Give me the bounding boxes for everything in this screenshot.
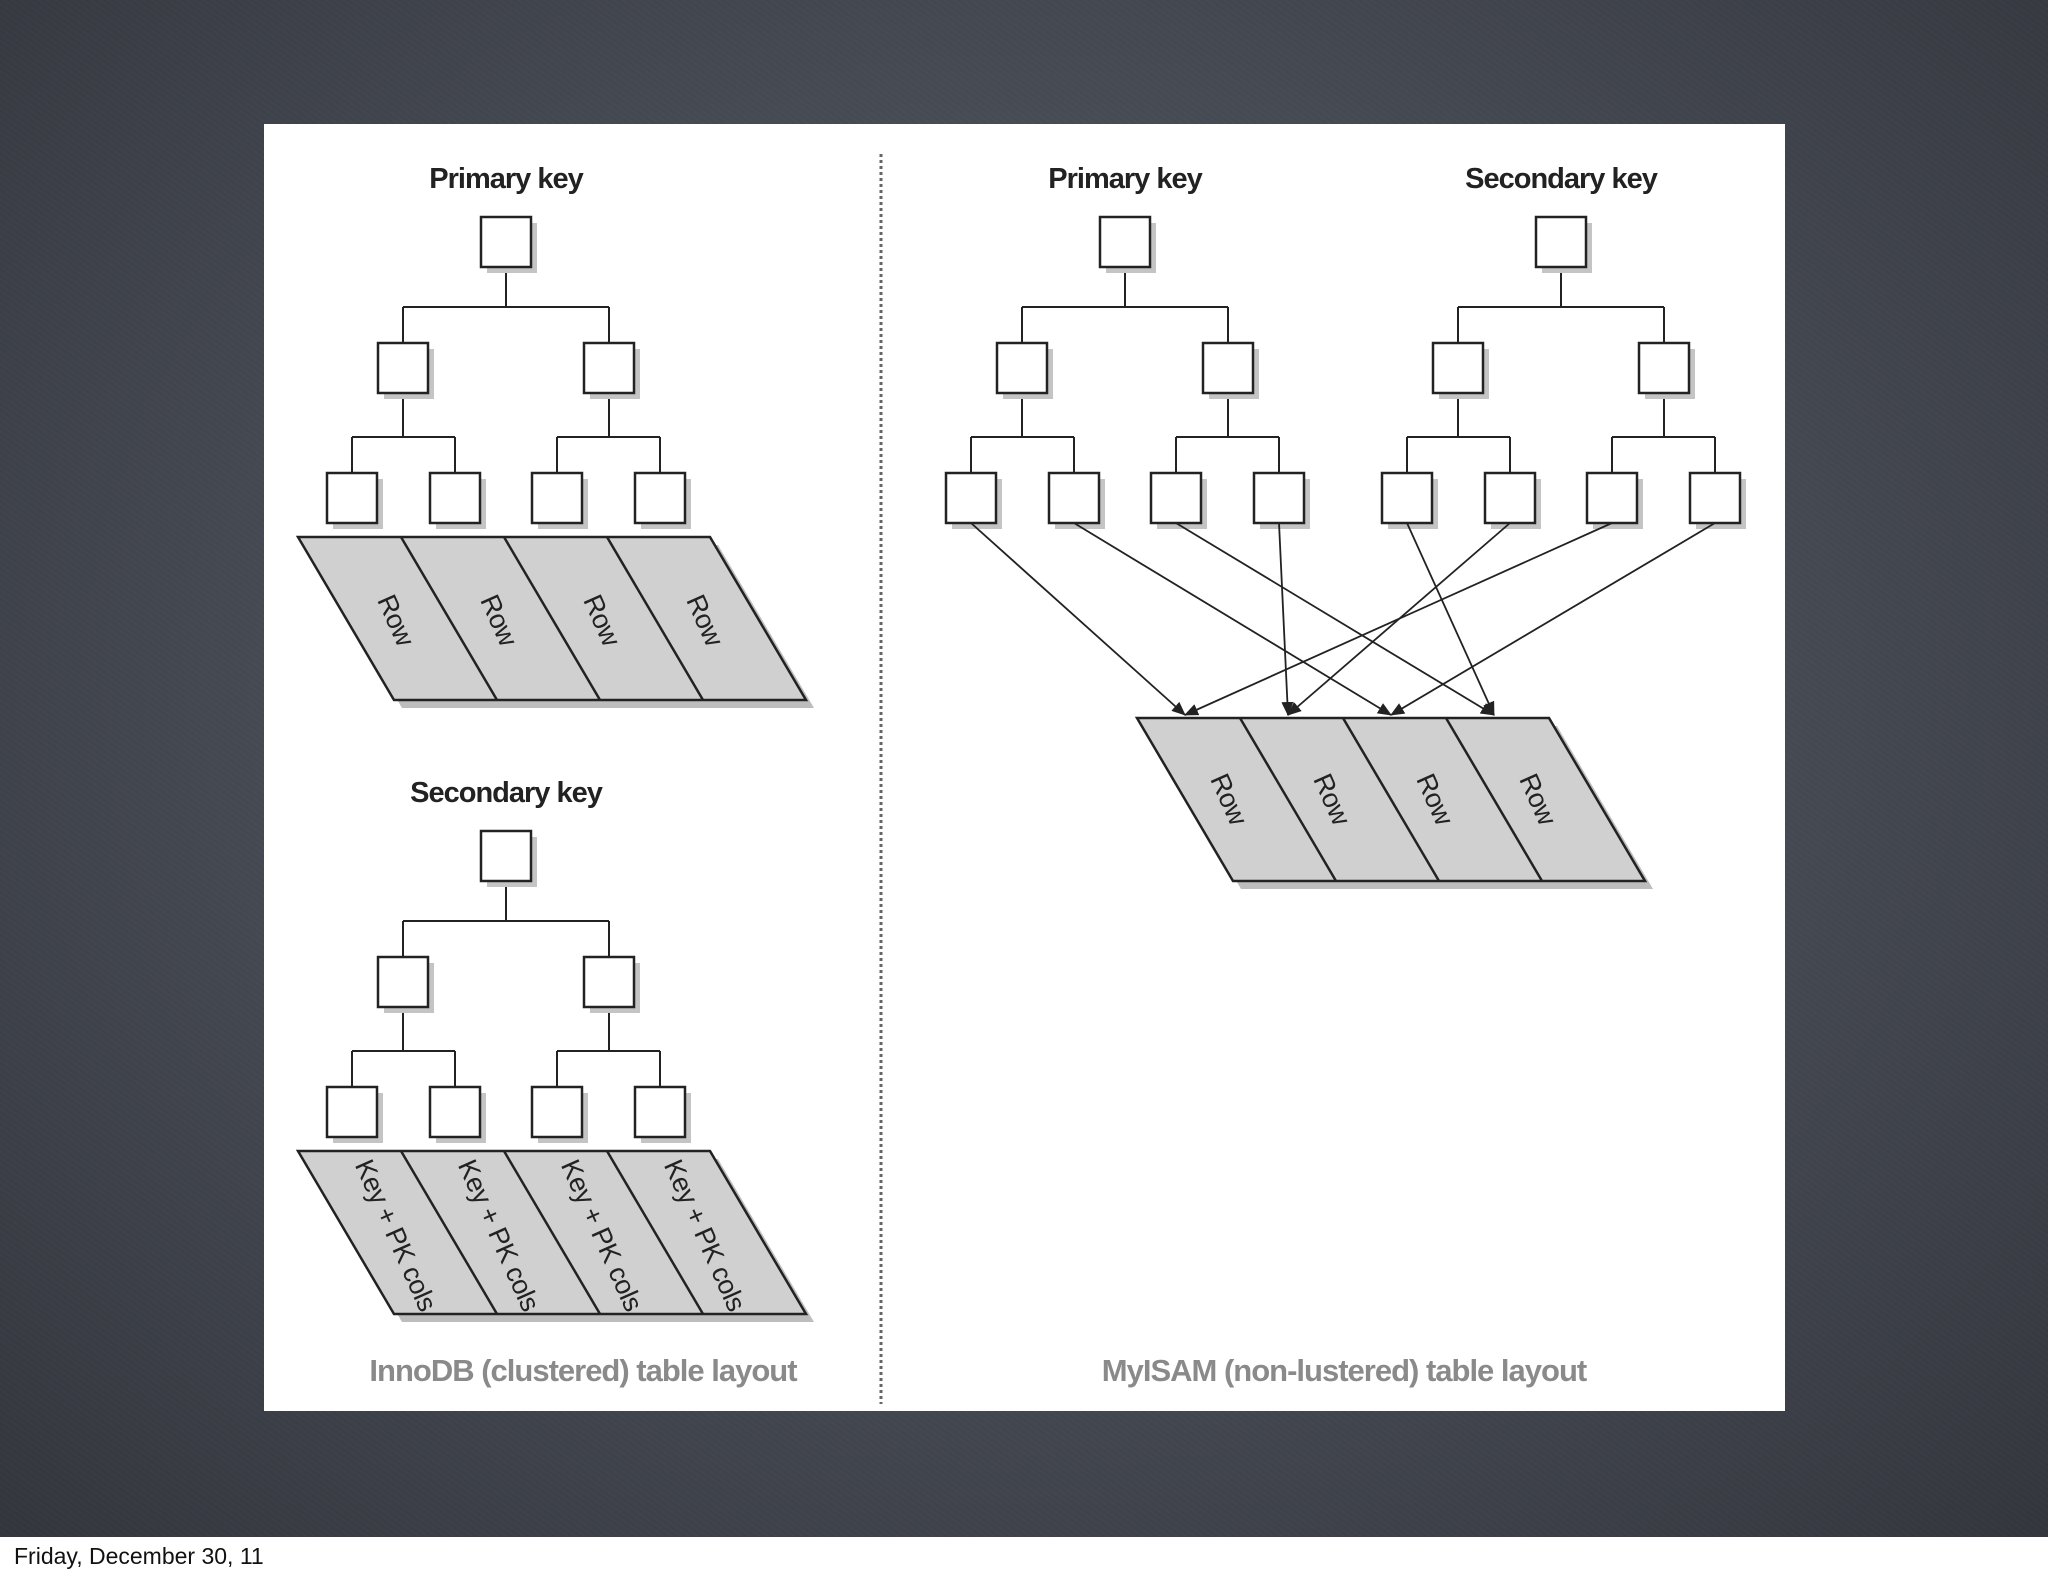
myisam-secondary-key-title: Secondary key bbox=[1465, 163, 1658, 195]
btree-node bbox=[428, 471, 482, 525]
innodb-primary-btree bbox=[325, 215, 691, 529]
cell-divider bbox=[1444, 717, 1544, 882]
innodb-caption: InnoDB (clustered) table layout bbox=[369, 1353, 797, 1388]
btree-node bbox=[995, 341, 1049, 395]
btree-node bbox=[1534, 215, 1588, 269]
pointer-arrow bbox=[1278, 522, 1294, 716]
innodb-secondary-btree bbox=[325, 829, 691, 1143]
diagram-panel: Primary key Secondary key Primary key Se… bbox=[264, 124, 1785, 1411]
cell-divider bbox=[605, 536, 705, 701]
innodb-secondary-leaf-entries: Key + PK cols Key + PK cols Key + PK col… bbox=[295, 1149, 814, 1322]
btree-node bbox=[1431, 341, 1485, 395]
myisam-caption: MyISAM (non-lustered) table layout bbox=[1102, 1353, 1587, 1388]
innodb-clustered-rows: Row Row Row Row bbox=[295, 535, 814, 708]
pointer-arrow bbox=[1073, 522, 1392, 716]
btree-node bbox=[1380, 471, 1434, 525]
pointer-arrow bbox=[970, 522, 1186, 716]
pointer-arrow bbox=[1390, 522, 1716, 716]
cell-divider bbox=[399, 1150, 499, 1315]
cell-divider bbox=[1238, 717, 1338, 882]
btree-node bbox=[325, 1085, 379, 1139]
btree-node bbox=[530, 1085, 584, 1139]
pointer-arrow bbox=[1406, 522, 1495, 716]
diagram-canvas: Primary key Secondary key Primary key Se… bbox=[295, 154, 1746, 1404]
innodb-secondary-key-title: Secondary key bbox=[410, 777, 603, 809]
btree-node bbox=[428, 1085, 482, 1139]
myisam-pointer-arrows bbox=[970, 522, 1716, 716]
myisam-heap-rows: Row Row Row Row bbox=[1134, 716, 1653, 889]
btree-node bbox=[1098, 215, 1152, 269]
myisam-primary-key-title: Primary key bbox=[1048, 163, 1202, 195]
cell-divider bbox=[399, 536, 499, 701]
btree-node bbox=[582, 341, 636, 395]
btree-node bbox=[1149, 471, 1203, 525]
btree-node bbox=[1252, 471, 1306, 525]
btree-node bbox=[479, 829, 533, 883]
btree-node bbox=[1637, 341, 1691, 395]
cell-divider bbox=[1341, 717, 1441, 882]
btree-node bbox=[376, 341, 430, 395]
btree-node bbox=[530, 471, 584, 525]
myisam-secondary-btree bbox=[1380, 215, 1746, 529]
btree-node bbox=[1047, 471, 1101, 525]
btree-node bbox=[944, 471, 998, 525]
cell-divider bbox=[502, 1150, 602, 1315]
btree-node bbox=[1585, 471, 1639, 525]
btree-node bbox=[1483, 471, 1537, 525]
pointer-arrow bbox=[1184, 522, 1613, 716]
btree-node bbox=[1688, 471, 1742, 525]
myisam-primary-btree bbox=[944, 215, 1310, 529]
btree-node bbox=[325, 471, 379, 525]
btree-node bbox=[633, 1085, 687, 1139]
btree-node bbox=[1201, 341, 1255, 395]
slide-date: Friday, December 30, 11 bbox=[14, 1543, 264, 1569]
footer-bar bbox=[0, 1537, 2048, 1576]
btree-node bbox=[633, 471, 687, 525]
cell-divider bbox=[502, 536, 602, 701]
btree-node bbox=[479, 215, 533, 269]
cell-divider bbox=[605, 1150, 705, 1315]
btree-node bbox=[376, 955, 430, 1009]
pointer-arrow bbox=[1175, 522, 1495, 716]
innodb-primary-key-title: Primary key bbox=[429, 163, 583, 195]
btree-node bbox=[582, 955, 636, 1009]
